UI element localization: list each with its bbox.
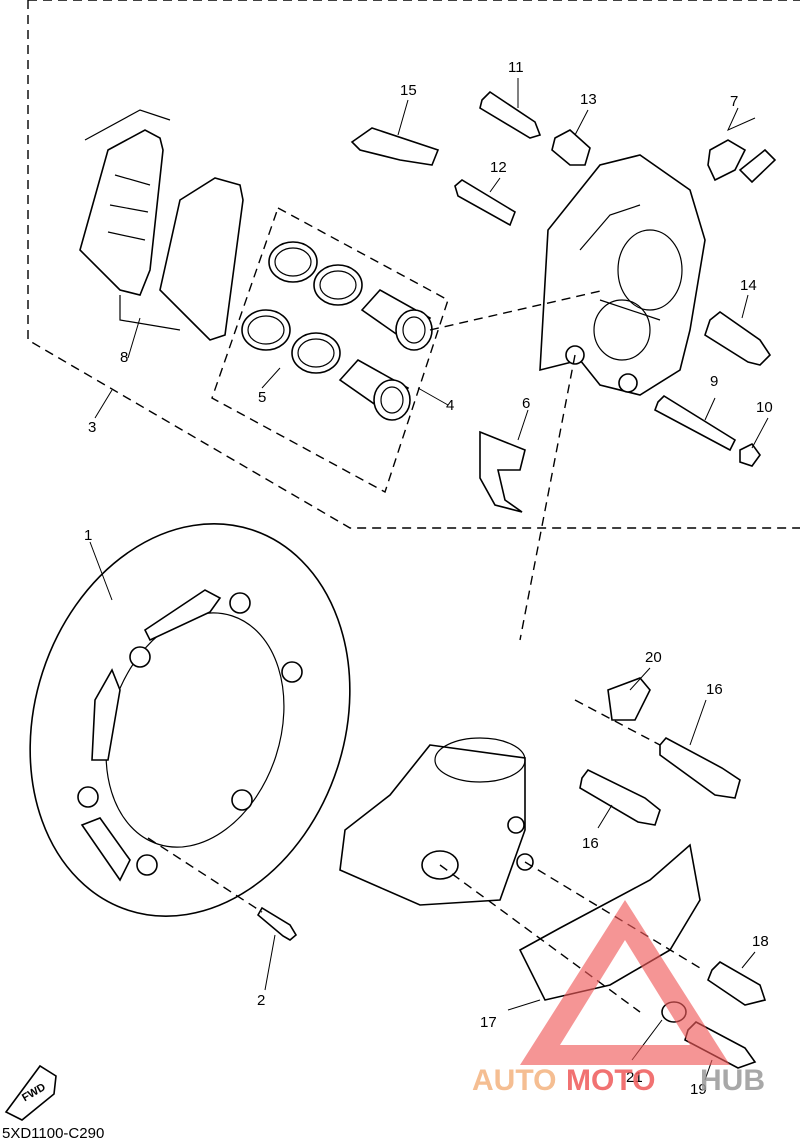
disc-screw-2 xyxy=(256,906,298,941)
callout-16-lower: 16 xyxy=(582,835,599,852)
bolt-14 xyxy=(704,311,772,366)
cable-guide-20 xyxy=(607,677,651,721)
callout-10: 10 xyxy=(756,399,773,416)
caliper-assembly-boundary xyxy=(27,0,800,529)
bleed-screw-13 xyxy=(551,129,591,166)
callout-20: 20 xyxy=(645,649,662,666)
bolt-9 xyxy=(654,394,737,452)
assembly-dashed-lines xyxy=(147,289,701,1013)
callout-17: 17 xyxy=(480,1014,497,1031)
bleed-cap-7 xyxy=(707,139,777,184)
callout-6: 6 xyxy=(522,395,530,412)
front-fork-lower xyxy=(339,737,534,906)
fwd-arrow-icon: FWD xyxy=(4,1064,57,1121)
pad-spring-15 xyxy=(350,127,440,166)
callout-19: 19 xyxy=(690,1081,707,1098)
watermark-hub: HUB xyxy=(700,1064,765,1097)
callout-15: 15 xyxy=(400,82,417,99)
seal-kit-boundary xyxy=(211,206,449,494)
nut-10 xyxy=(739,442,761,467)
pad-support-6 xyxy=(479,430,526,513)
callout-11: 11 xyxy=(508,59,524,76)
watermark-triangle-icon xyxy=(520,900,730,1065)
callout-18: 18 xyxy=(752,933,769,950)
callout-7: 7 xyxy=(730,93,738,110)
watermark-moto: MOTO xyxy=(566,1064,655,1097)
bolt-16-upper xyxy=(659,736,741,799)
callout-5: 5 xyxy=(258,389,266,406)
callout-16-upper: 16 xyxy=(706,681,723,698)
brake-disc xyxy=(29,523,351,917)
callout-leaders xyxy=(89,78,769,1081)
pistons xyxy=(338,288,433,421)
pad-pin-12 xyxy=(454,179,516,227)
bolt-16-lower xyxy=(579,768,661,826)
callout-8: 8 xyxy=(120,349,128,366)
pad-pin-11 xyxy=(479,90,542,139)
automotohub-watermark: AUTO MOTO HUB xyxy=(472,900,765,1097)
bolt-18 xyxy=(707,961,767,1006)
caliper-body xyxy=(539,154,706,396)
callout-21: 21 xyxy=(626,1069,643,1086)
diagram-code: 5XD1100-C290 xyxy=(2,1125,104,1142)
callout-4: 4 xyxy=(446,397,454,414)
brake-pad-set xyxy=(79,109,244,341)
callout-3: 3 xyxy=(88,419,96,436)
callout-12: 12 xyxy=(490,159,507,176)
callout-2: 2 xyxy=(257,992,265,1009)
watermark-auto: AUTO xyxy=(472,1064,556,1097)
callout-13: 13 xyxy=(580,91,597,108)
callout-14: 14 xyxy=(740,277,757,294)
piston-seals xyxy=(241,241,363,374)
callout-9: 9 xyxy=(710,373,718,390)
callout-1: 1 xyxy=(84,527,92,544)
